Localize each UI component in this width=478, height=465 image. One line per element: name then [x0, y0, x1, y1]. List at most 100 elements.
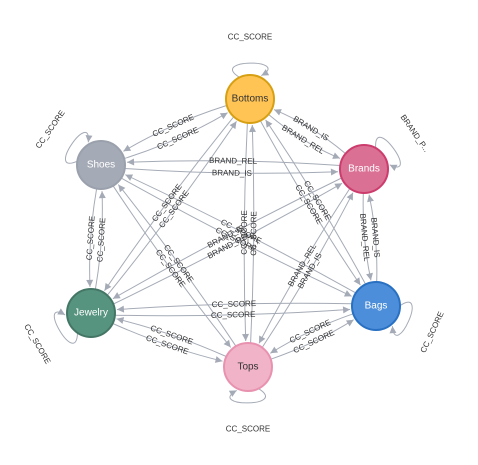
arrowhead-tops-to-brands	[346, 192, 353, 201]
edge-bottoms-to-bags	[259, 120, 361, 286]
self-loop-label-bottoms: CC_SCORE	[228, 33, 272, 42]
edge-label-tops-to-bottoms: CC_SCORE	[249, 211, 258, 256]
arrowhead-self-loop-brands	[389, 164, 398, 172]
edge-bottoms-to-brands	[268, 114, 341, 159]
edge-label-brands-to-bags: BRAND_REL	[358, 213, 371, 262]
arrowhead-tops-to-bottoms	[249, 125, 256, 133]
edge-jewelry-to-tops	[112, 323, 223, 362]
arrowhead-self-loop-bottoms	[261, 69, 270, 76]
arrowhead-jewelry-to-bags	[342, 306, 351, 314]
edge-label-bottoms-to-tops: CC_SCORE	[240, 210, 249, 255]
edge-jewelry-to-brands	[113, 182, 343, 305]
arrowhead-self-loop-shoes	[85, 134, 93, 143]
edge-label-bags-to-brands: BRAND_IS	[369, 217, 381, 258]
self-loop-label-jewelry: CC_SCORE	[22, 323, 52, 366]
self-loop-tops	[229, 388, 267, 404]
node-jewelry-circle	[66, 288, 116, 338]
edge-label-shoes-to-brands: BRAND_IS	[212, 168, 252, 178]
arrowhead-bottoms-to-jewelry	[104, 282, 112, 291]
arrowhead-jewelry-to-shoes	[98, 191, 106, 199]
edge-jewelry-to-bags	[115, 308, 351, 317]
edge-brands-to-bottoms	[273, 109, 346, 154]
self-loop-label-bags: CC_SCORE	[419, 310, 446, 354]
arrowhead-brands-to-bottoms	[273, 109, 282, 116]
edge-brands-to-bags	[362, 193, 372, 281]
node-tops[interactable]: Tops	[223, 342, 273, 392]
arrowhead-bags-to-brands	[367, 194, 374, 203]
self-loop-bags	[391, 301, 413, 336]
arrowhead-bags-to-shoes	[125, 174, 134, 181]
arrowhead-bottoms-to-brands	[332, 152, 341, 159]
arrowhead-shoes-to-tops	[223, 339, 231, 348]
node-bottoms[interactable]: Bottoms	[225, 74, 275, 124]
arrowhead-bags-to-jewelry	[116, 305, 125, 313]
self-loop-jewelry	[53, 311, 78, 344]
node-tops-label: Tops	[237, 362, 258, 373]
edge-bags-to-shoes	[125, 174, 357, 294]
edge-tops-to-brands	[261, 192, 354, 348]
edge-shoes-to-jewelry	[89, 188, 98, 287]
self-loop-brands	[375, 136, 401, 168]
node-bottoms-label: Bottoms	[232, 94, 269, 105]
edge-shoes-to-tops	[112, 185, 232, 348]
node-jewelry-label: Jewelry	[74, 308, 108, 319]
arrowhead-shoes-to-bags	[343, 290, 352, 297]
edge-label-shoes-to-jewelry: CC_SCORE	[85, 216, 97, 261]
arrowhead-tops-to-bags	[345, 319, 354, 327]
edge-bags-to-brands	[368, 194, 378, 282]
edge-bottoms-to-tops	[243, 122, 248, 342]
arrowhead-shoes-to-jewelry	[86, 279, 94, 287]
edge-tops-to-jewelry	[116, 318, 227, 357]
self-loop-bottoms	[231, 62, 269, 78]
node-bags-label: Bags	[365, 301, 388, 312]
arrowhead-self-loop-jewelry	[57, 308, 66, 315]
arrowhead-bottoms-to-tops	[242, 333, 249, 341]
node-bottoms-circle	[225, 74, 275, 124]
arrowhead-bags-to-bottoms	[265, 119, 273, 128]
edge-label-brands-to-shoes: BRAND_REL	[209, 156, 258, 166]
edge-tops-to-bottoms	[250, 124, 255, 344]
arrowhead-shoes-to-brands	[330, 168, 338, 176]
edge-bags-to-tops	[270, 313, 354, 354]
edge-brands-to-tops	[258, 188, 351, 344]
arrowhead-jewelry-to-tops	[214, 356, 223, 363]
arrowhead-brands-to-tops	[259, 335, 266, 344]
node-bags-circle	[351, 281, 401, 331]
arrowhead-bags-to-tops	[270, 346, 279, 354]
node-brands[interactable]: Brands	[339, 144, 389, 194]
edge-label-jewelry-to-bags: CC_SCORE	[211, 310, 256, 320]
node-bags[interactable]: Bags	[351, 281, 401, 331]
self-loop-shoes	[65, 131, 89, 164]
arrowhead-jewelry-to-brands	[334, 183, 343, 190]
edge-shoes-to-brands	[124, 168, 339, 174]
edge-brands-to-jewelry	[112, 177, 342, 300]
edge-bottoms-to-shoes	[123, 105, 227, 152]
arrowhead-brands-to-shoes	[127, 158, 135, 166]
arrowhead-bottoms-to-bags	[353, 277, 361, 286]
node-jewelry[interactable]: Jewelry	[66, 288, 116, 338]
edge-label-jewelry-to-shoes: CC_SCORE	[95, 217, 107, 262]
node-brands-label: Brands	[348, 164, 380, 175]
edge-label-bags-to-jewelry: CC_SCORE	[212, 299, 257, 309]
edge-tops-to-bags	[270, 319, 354, 360]
edge-jewelry-to-bottoms	[106, 121, 237, 296]
edges-layer	[53, 62, 413, 404]
arrowhead-bottoms-to-shoes	[123, 144, 132, 152]
self-loop-label-tops: CC_SCORE	[226, 425, 270, 434]
arrowhead-tops-to-shoes	[118, 184, 126, 193]
arrowhead-self-loop-bags	[389, 326, 397, 334]
edge-jewelry-to-shoes	[94, 191, 103, 290]
edge-bags-to-jewelry	[116, 302, 352, 311]
self-loop-label-shoes: CC_SCORE	[34, 109, 67, 151]
edge-tops-to-shoes	[117, 184, 237, 347]
edge-bags-to-bottoms	[265, 119, 367, 285]
arrowhead-brands-to-bags	[366, 272, 373, 281]
node-brands-circle	[339, 144, 389, 194]
arrowhead-self-loop-tops	[228, 390, 237, 397]
node-tops-circle	[223, 342, 273, 392]
node-shoes[interactable]: Shoes	[76, 140, 126, 190]
arrowhead-brands-to-jewelry	[112, 292, 121, 299]
edge-brands-to-shoes	[126, 160, 341, 166]
arrowhead-tops-to-jewelry	[116, 317, 125, 324]
